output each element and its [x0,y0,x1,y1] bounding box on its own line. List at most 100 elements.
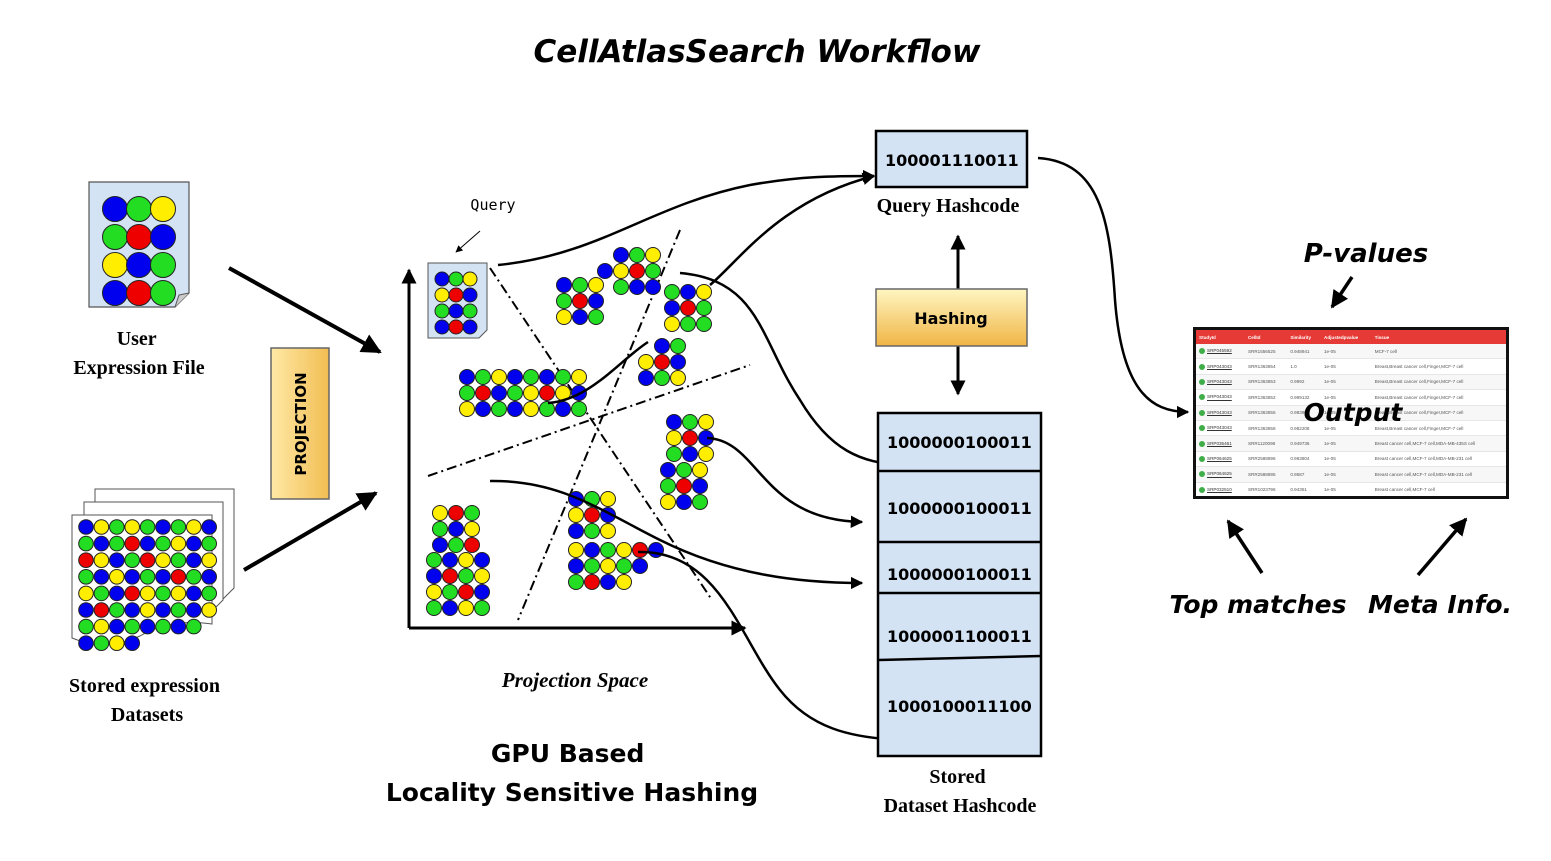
cell-circle [664,284,680,300]
table-cell: Breast cancer cell,MCF-7 cell,MDA-MB-435… [1371,435,1506,452]
study-id-link[interactable]: SRP043043 [1196,405,1245,421]
cell-circle [616,574,632,590]
cell-circle [139,552,156,569]
study-id-link[interactable]: SRP035461 [1196,435,1245,452]
cell-circle [539,401,555,417]
query-hashcode-label: Query Hashcode [877,195,1020,217]
table-cell: 1e-05 [1321,374,1372,391]
cell-circle [186,569,202,585]
cell-circle [462,319,478,335]
study-id-link[interactable]: SRP043043 [1196,374,1245,391]
cell-circle [150,252,176,278]
cell-circle [170,552,187,569]
cell-circle [475,401,491,417]
cell-circle [572,309,588,325]
cell-circle [186,519,202,535]
table-cell: 1e-05 [1321,344,1372,360]
cell-circle [629,247,645,263]
cell-circle [459,401,475,417]
p-values-label: P-values [1304,239,1428,269]
cell-circle [571,369,587,385]
cell-circle [698,446,714,462]
cell-circle [442,584,458,600]
cell-circle [670,370,686,386]
study-id-link[interactable]: SRP043043 [1196,389,1245,406]
cell-circle [680,300,696,316]
cell-circle [170,569,187,585]
cell-circle [448,521,464,537]
table-header-cell[interactable]: CellId [1244,330,1288,344]
cell-circle [426,552,442,568]
cell-circle [616,558,632,574]
cell-circle [556,293,572,309]
table-cell: 0.999132 [1287,389,1321,406]
cell-circle [442,568,458,584]
cell-circle [600,523,616,539]
cell-circle [186,618,202,635]
table-cell: 0.98399 [1287,405,1321,421]
status-dot-icon [1199,363,1205,370]
table-cell: SRR2588896 [1244,451,1288,468]
cell-circle [523,385,539,401]
cell-circle [556,309,572,325]
table-header-cell[interactable]: Tissue [1371,330,1506,344]
cell-circle [475,369,491,385]
table-cell: Breast cancer cell,MCF-7 cell,MDA-MB-231… [1371,451,1506,468]
table-cell: 0.9587 [1287,466,1321,483]
table-header-cell[interactable]: Adjustedpvalue [1321,330,1372,344]
cell-circle [645,247,661,263]
cell-circle [588,309,604,325]
table-cell: SRR1556525 [1244,344,1288,360]
table-cell: 1e-05 [1321,482,1372,496]
cell-circle [613,279,629,295]
table-cell: 1e-05 [1321,466,1372,483]
cell-circle [434,303,450,319]
cell-circle [201,535,217,552]
study-id-link[interactable]: SRP032510 [1196,482,1245,496]
cell-circle [186,602,202,618]
cell-circle [666,446,682,462]
table-cell: Breast cancer cell,MCF-7 cell,MDA-MB-231… [1371,466,1506,483]
study-id-link[interactable]: SRP043043 [1196,358,1245,375]
cell-circle [696,300,712,316]
p-values-arrow [1330,276,1354,309]
table-cell: 0.948941 [1287,344,1321,360]
table-cell: Breast,Breast cancer cell,Finger,MCF-7 c… [1371,374,1506,391]
cell-circle [682,414,698,430]
cell-circle [654,354,670,370]
table-cell: Breast,Breast cancer cell,Finger,MCF-7 c… [1371,405,1506,421]
cell-circle [186,535,202,552]
cell-circle [124,519,140,535]
top-matches-label: Top matches [1170,590,1347,619]
cell-circle [654,338,670,354]
cell-circle [584,523,600,539]
cell-circle [155,552,171,569]
study-id-link[interactable]: SRP045592 [1196,344,1245,360]
table-header-cell[interactable]: Similarity [1287,330,1321,344]
table-cell: SRR1363853 [1244,374,1288,391]
table-cell: Breast,Breast cancer cell,Finger,MCF-7 c… [1371,389,1506,406]
cell-circle [676,494,692,510]
table-header-cell[interactable]: StudyId [1196,330,1245,344]
cell-circle [102,280,128,306]
cell-circle [645,279,661,295]
study-id-link[interactable]: SRP043043 [1196,420,1245,437]
table-cell: SRR1363858 [1244,420,1288,437]
cell-circle [568,507,584,523]
study-id-link[interactable]: SRP064625 [1196,466,1245,483]
cell-circle [458,584,474,600]
cell-circle [660,462,676,478]
cell-circle [93,569,110,585]
table-cell: 1e-05 [1321,451,1372,468]
cell-circle [539,369,555,385]
cell-circle [584,574,600,590]
query-label: Query [470,196,515,214]
cell-circle [448,505,464,521]
study-id-link[interactable]: SRP064625 [1196,451,1245,468]
cell-circle [126,196,152,222]
table-cell: Breast,Breast cancer cell,Finger,MCF-7 c… [1371,420,1506,437]
cell-circle [660,494,676,510]
